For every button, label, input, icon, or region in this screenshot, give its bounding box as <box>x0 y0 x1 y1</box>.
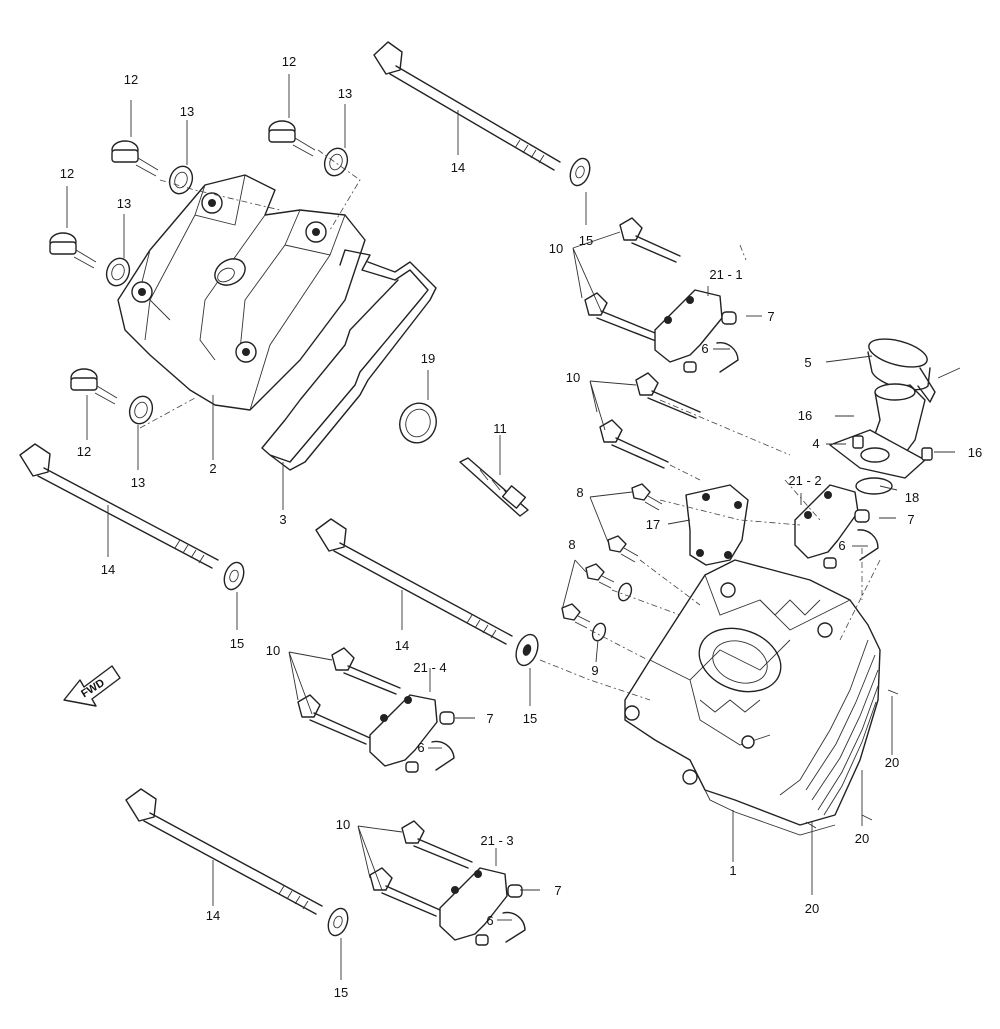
callout-6: 6 <box>701 341 708 356</box>
callout-8: 8 <box>568 537 575 552</box>
callout-13: 13 <box>131 475 145 490</box>
callout-labels: 12 13 12 13 12 13 12 13 14 15 10 21 - 1 … <box>60 54 982 1000</box>
fwd-arrow-icon: FWD <box>63 665 121 707</box>
callout-21-3: 21 - 3 <box>480 833 513 848</box>
callout-1: 1 <box>729 863 736 878</box>
rocker-bracket <box>685 484 749 566</box>
callout-15: 15 <box>334 985 348 1000</box>
callout-6: 6 <box>417 740 424 755</box>
callout-7: 7 <box>767 309 774 324</box>
callout-19: 19 <box>421 351 435 366</box>
cover-gasket <box>261 249 437 471</box>
callout-4: 4 <box>812 436 819 451</box>
callout-6: 6 <box>838 538 845 553</box>
callout-15: 15 <box>579 233 593 248</box>
callout-10: 10 <box>549 241 563 256</box>
cylinder-head-cover <box>117 174 366 411</box>
callout-3: 3 <box>279 512 286 527</box>
callout-17: 17 <box>646 517 660 532</box>
callout-12: 12 <box>60 166 74 181</box>
callout-21-2: 21 - 2 <box>788 473 821 488</box>
callout-21-1: 21 - 1 <box>709 267 742 282</box>
callout-7: 7 <box>907 512 914 527</box>
callout-13: 13 <box>338 86 352 101</box>
callout-15: 15 <box>523 711 537 726</box>
callout-20: 20 <box>855 831 869 846</box>
callout-9: 9 <box>591 663 598 678</box>
callout-21-4: 21 - 4 <box>413 660 446 675</box>
leader-lines <box>66 74 955 980</box>
callout-20: 20 <box>885 755 899 770</box>
callout-10: 10 <box>266 643 280 658</box>
long-bolts <box>19 41 591 937</box>
callout-5: 5 <box>804 355 811 370</box>
callout-10: 10 <box>566 370 580 385</box>
callout-16: 16 <box>798 408 812 423</box>
callout-16: 16 <box>968 445 982 460</box>
callout-12: 12 <box>77 444 91 459</box>
cylinder-head <box>624 559 899 836</box>
callout-15: 15 <box>230 636 244 651</box>
cam-holders <box>297 217 879 946</box>
callout-11: 11 <box>493 421 507 436</box>
callout-12: 12 <box>282 54 296 69</box>
callout-7: 7 <box>554 883 561 898</box>
callout-12: 12 <box>124 72 138 87</box>
callout-18: 18 <box>905 490 919 505</box>
callout-8: 8 <box>576 485 583 500</box>
small-bolts <box>561 483 663 642</box>
callout-14: 14 <box>395 638 409 653</box>
callout-13: 13 <box>180 104 194 119</box>
callout-6: 6 <box>486 913 493 928</box>
callout-2: 2 <box>209 461 216 476</box>
callout-14: 14 <box>101 562 115 577</box>
callout-20: 20 <box>805 901 819 916</box>
callout-14: 14 <box>451 160 465 175</box>
callout-13: 13 <box>117 196 131 211</box>
callout-10: 10 <box>336 817 350 832</box>
callout-14: 14 <box>206 908 220 923</box>
cover-bolts <box>49 120 529 517</box>
callout-7: 7 <box>486 711 493 726</box>
intake-assembly <box>829 338 961 495</box>
